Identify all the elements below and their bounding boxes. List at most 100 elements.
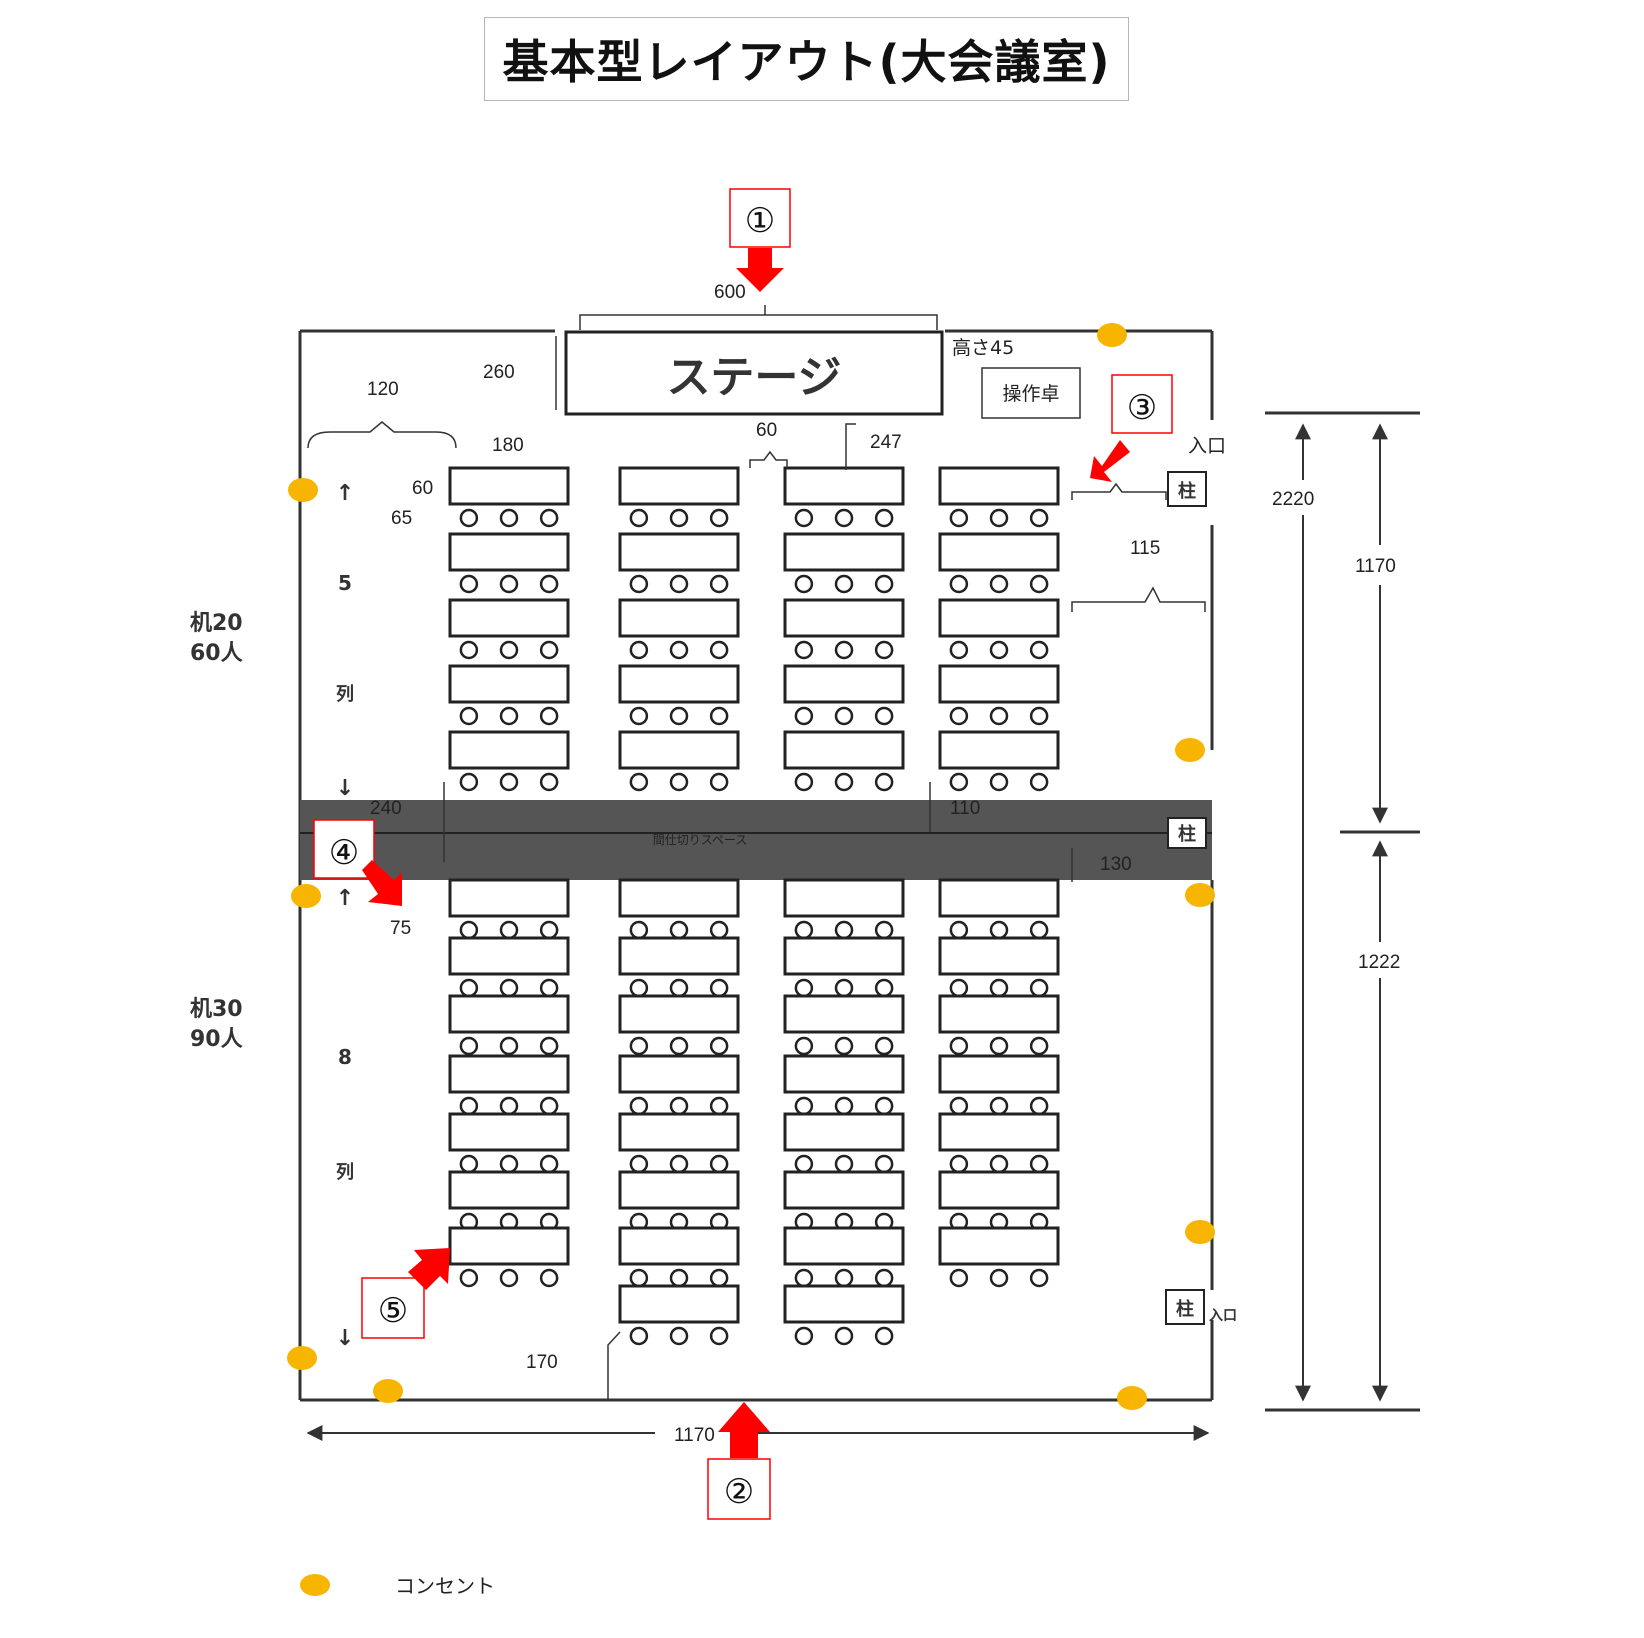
svg-text:④: ④ <box>329 833 359 873</box>
arrow-up-mark: ↑ <box>336 481 354 506</box>
outlet-icon <box>373 1379 403 1403</box>
svg-text:8: 8 <box>338 1045 352 1069</box>
chair <box>834 574 854 594</box>
partition-band: 間仕切りスペース 240 110 130 <box>300 798 1212 880</box>
group-label-rear: 机30 90人 8 列 ↑ ↓ <box>190 886 354 1351</box>
dim-rear-half: 1222 <box>1358 952 1400 973</box>
desk <box>783 598 905 638</box>
svg-text:③: ③ <box>1127 388 1157 428</box>
desk <box>448 598 570 638</box>
legend: コンセント <box>300 1570 495 1599</box>
desk <box>783 730 905 770</box>
desk <box>448 730 570 770</box>
chair <box>874 772 894 792</box>
stage-label: ステージ <box>666 352 841 403</box>
chair <box>1029 1036 1049 1056</box>
legend-label: コンセント <box>395 1574 495 1598</box>
desk <box>783 1170 905 1210</box>
chair <box>499 640 519 660</box>
svg-text:⑤: ⑤ <box>378 1291 408 1331</box>
marker-arrow <box>362 860 402 906</box>
outlet-icon <box>1097 323 1127 347</box>
dim-room-width: 1170 <box>674 1425 715 1446</box>
chair <box>874 640 894 660</box>
desk <box>938 598 1060 638</box>
dim-desk-width: 180 <box>492 435 524 456</box>
desk <box>783 664 905 704</box>
chair <box>629 978 649 998</box>
svg-text:柱: 柱 <box>1176 1298 1194 1320</box>
chair <box>499 772 519 792</box>
chair <box>669 1326 689 1346</box>
svg-text:列: 列 <box>336 1162 354 1183</box>
desk <box>783 936 905 976</box>
chair <box>794 574 814 594</box>
desk <box>783 994 905 1034</box>
desk <box>938 664 1060 704</box>
chair <box>834 1096 854 1116</box>
entrance-label-bottom: 入口 <box>1209 1308 1237 1324</box>
dim-rear-gap: 170 <box>526 1352 558 1373</box>
chair <box>834 978 854 998</box>
chair <box>989 640 1009 660</box>
chair <box>669 508 689 528</box>
marker-arrow <box>736 248 784 292</box>
chair <box>874 508 894 528</box>
chair <box>949 1154 969 1174</box>
chair <box>989 508 1009 528</box>
marker-5: ⑤ <box>361 1248 450 1339</box>
chair <box>949 1036 969 1056</box>
chair <box>834 640 854 660</box>
chair <box>539 772 559 792</box>
desk <box>618 1284 740 1324</box>
desk <box>618 878 740 918</box>
chair <box>669 574 689 594</box>
chair <box>629 1096 649 1116</box>
desk <box>938 730 1060 770</box>
chair <box>669 1036 689 1056</box>
desk <box>783 878 905 918</box>
chair <box>709 1096 729 1116</box>
console: 操作卓 <box>981 367 1081 419</box>
chair <box>669 978 689 998</box>
chair <box>874 978 894 998</box>
chair <box>794 1268 814 1288</box>
chair <box>834 706 854 726</box>
dim-wall-left: 120 <box>367 379 399 400</box>
svg-text:5: 5 <box>338 571 352 595</box>
chair <box>949 920 969 940</box>
chair <box>539 1268 559 1288</box>
chair <box>794 1326 814 1346</box>
chair <box>989 920 1009 940</box>
chair <box>709 1268 729 1288</box>
desk <box>448 1170 570 1210</box>
desk <box>783 1226 905 1266</box>
chair <box>539 508 559 528</box>
chair <box>949 706 969 726</box>
desk-grid <box>448 466 1060 1346</box>
chair <box>539 706 559 726</box>
chair <box>834 1268 854 1288</box>
chair <box>629 574 649 594</box>
desk <box>783 466 905 506</box>
chair <box>989 1096 1009 1116</box>
title-box: 基本型レイアウト(大会議室) <box>484 17 1129 101</box>
chair <box>499 1096 519 1116</box>
chair <box>499 1154 519 1174</box>
outlet-icon <box>291 884 321 908</box>
svg-text:60人: 60人 <box>190 641 243 666</box>
svg-text:90人: 90人 <box>190 1027 243 1052</box>
chair <box>949 574 969 594</box>
chair <box>794 978 814 998</box>
pillar: 柱 <box>1167 817 1207 849</box>
desk <box>448 466 570 506</box>
svg-text:机30: 机30 <box>190 997 243 1022</box>
dim-partition-left: 240 <box>370 798 402 819</box>
svg-text:柱: 柱 <box>1178 480 1196 502</box>
chair <box>709 574 729 594</box>
chair <box>669 640 689 660</box>
chair <box>629 772 649 792</box>
chair <box>794 920 814 940</box>
outlets <box>287 323 1215 1410</box>
